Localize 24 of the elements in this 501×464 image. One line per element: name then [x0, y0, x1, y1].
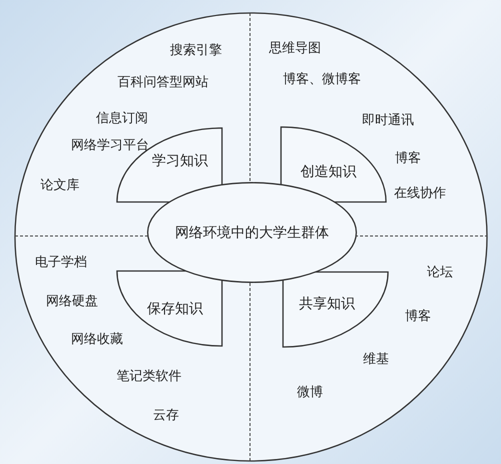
node-label: 学习知识	[152, 152, 208, 170]
tool-label: 搜索引擎	[170, 42, 222, 59]
tool-label: 网络收藏	[71, 331, 123, 348]
node-label: 共享知识	[299, 294, 356, 312]
tool-label: 百科问答型网站	[118, 74, 208, 91]
tool-label: 博客、微博客	[283, 71, 361, 88]
tool-label: 笔记类软件	[116, 368, 182, 385]
tool-label: 论文库	[40, 177, 80, 194]
tool-label: 博客	[395, 150, 421, 167]
tool-label: 云存	[153, 407, 179, 424]
tool-label: 电子学档	[35, 254, 87, 271]
tool-label: 论坛	[427, 264, 453, 281]
tool-label: 思维导图	[269, 40, 321, 57]
tool-label: 信息订阅	[96, 110, 148, 127]
tool-label: 维基	[363, 351, 389, 368]
tool-label: 微博	[297, 384, 323, 401]
node-label: 创造知识	[300, 163, 356, 181]
tool-label: 网络学习平台	[71, 137, 149, 154]
node-label: 保存知识	[146, 300, 203, 318]
tool-label: 博客	[405, 308, 431, 325]
node-label: 网络环境中的大学生群体	[175, 224, 329, 242]
tool-label: 网络硬盘	[46, 293, 98, 310]
tool-label: 即时通讯	[362, 112, 414, 129]
tool-label: 在线协作	[394, 185, 446, 202]
